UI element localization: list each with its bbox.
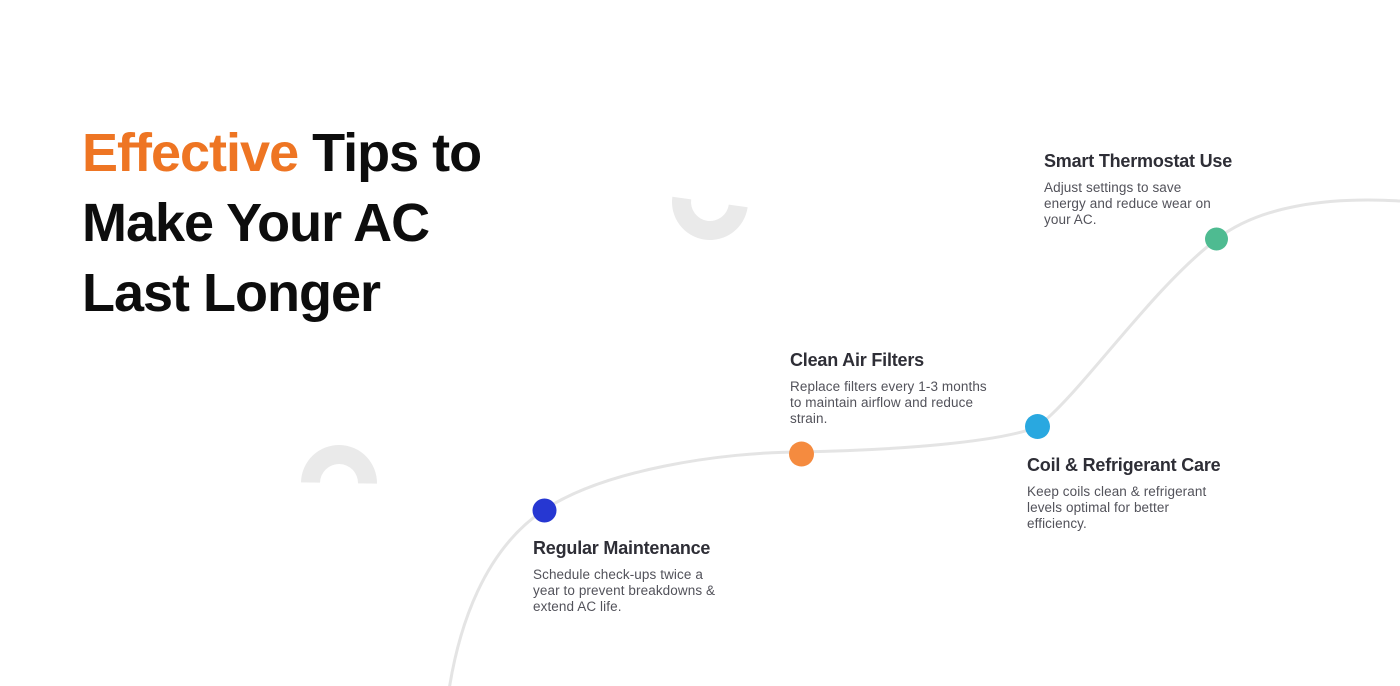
page-title-highlight: Effective [82, 123, 299, 184]
step-clean-air-filters: Clean Air Filters Replace filters every … [790, 350, 1005, 427]
page-title: Effective Tips to Make Your AC Last Long… [82, 118, 482, 328]
step-coil-refrigerant-care: Coil & Refrigerant Care Keep coils clean… [1027, 455, 1232, 532]
step-body-line: Keep coils clean & refrigerant [1027, 484, 1207, 499]
step-body-line: Replace filters every 1-3 months [790, 379, 987, 394]
half-donut-arc-top [672, 196, 748, 240]
step-body: Adjust settings to save energy and reduc… [1044, 180, 1244, 228]
step-body-line: strain. [790, 411, 828, 426]
step-heading: Smart Thermostat Use [1044, 151, 1233, 171]
page-title-line1: Effective Tips to [82, 123, 482, 184]
step-heading: Coil & Refrigerant Care [1027, 455, 1221, 475]
step-body-line: extend AC life. [533, 599, 622, 614]
step-body: Keep coils clean & refrigerant levels op… [1027, 484, 1232, 532]
step-smart-thermostat-use: Smart Thermostat Use Adjust settings to … [1044, 151, 1244, 228]
page-title-line2: Make Your AC [82, 193, 430, 254]
step-heading: Clean Air Filters [790, 350, 924, 370]
step-body-line: Adjust settings to save [1044, 180, 1182, 195]
dot-regular-maintenance [532, 498, 557, 523]
dot-clean-air-filters [789, 441, 814, 467]
step-body-line: your AC. [1044, 212, 1097, 227]
step-body: Replace filters every 1-3 months to main… [790, 379, 1005, 427]
step-regular-maintenance: Regular Maintenance Schedule check-ups t… [533, 538, 743, 615]
half-donut-arc-left [301, 445, 377, 484]
step-body-line: Schedule check-ups twice a [533, 567, 703, 582]
page-title-line3: Last Longer [82, 263, 381, 324]
page-title-line1-rest: Tips to [298, 123, 482, 184]
dot-smart-thermostat-use [1205, 227, 1228, 251]
step-body-line: to maintain airflow and reduce [790, 395, 974, 410]
step-body-line: levels optimal for better [1027, 500, 1170, 515]
dot-coil-refrigerant-care [1025, 414, 1050, 439]
step-body-line: year to prevent breakdowns & [533, 583, 716, 598]
step-heading: Regular Maintenance [533, 538, 711, 558]
step-body-line: energy and reduce wear on [1044, 196, 1211, 211]
step-body: Schedule check-ups twice a year to preve… [533, 567, 743, 615]
step-body-line: efficiency. [1027, 516, 1087, 531]
